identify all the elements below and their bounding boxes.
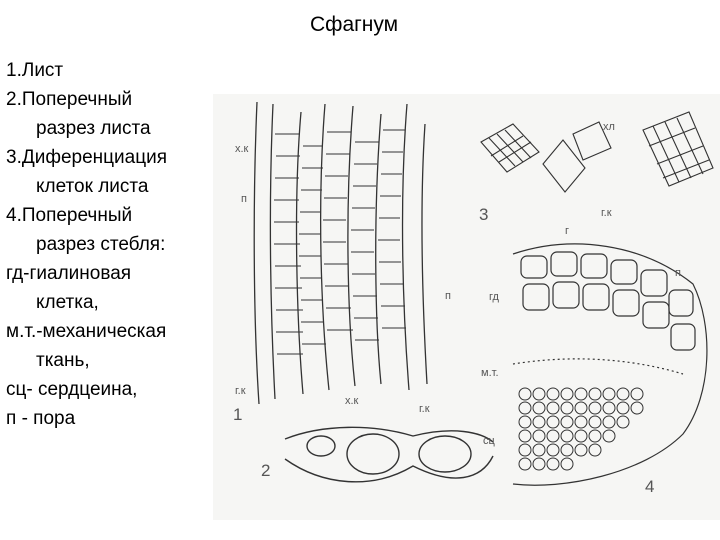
legend-line: разрез листа [6, 114, 218, 143]
legend-line: клеток листа [6, 172, 218, 201]
legend-line: м.т.-механическая [6, 317, 218, 346]
label-sc: сц [483, 435, 496, 447]
legend-item-leaf-cross-section: 2.Поперечный разрез листа [6, 85, 218, 143]
legend-line: разрез стебля: [6, 230, 218, 259]
legend-item-cell-differentiation: 3.Диференциация клеток листа [6, 143, 218, 201]
sphagnum-drawing: х.к п п г.к 1 х.к г.к 2 [213, 94, 720, 520]
panel-number-2: 2 [261, 461, 270, 480]
label-gk: г.к [419, 403, 430, 415]
label-p: п [445, 290, 451, 302]
panel-number-3: 3 [479, 205, 488, 224]
label-gk: г.к [235, 385, 246, 397]
label-p: п [675, 267, 681, 279]
legend-item-mechanical-tissue: м.т.-механическая ткань, [6, 317, 218, 375]
legend-item-pore: п - пора [6, 404, 218, 433]
label-gd: гд [489, 291, 500, 303]
legend-item-stem-cross-section: 4.Поперечный разрез стебля: [6, 201, 218, 259]
label-p: п [241, 193, 247, 205]
legend-item-core: сц- сердцеина, [6, 375, 218, 404]
legend-line: п - пора [6, 404, 218, 433]
legend-line: гд-гиалиновая [6, 259, 218, 288]
legend-item-leaf: 1.Лист [6, 56, 218, 85]
panel-number-4: 4 [645, 477, 654, 496]
legend-line: 1.Лист [6, 56, 218, 85]
label-g: г [565, 225, 569, 237]
legend-line: клетка, [6, 288, 218, 317]
label-xk: х.к [345, 395, 359, 407]
legend-line: сц- сердцеина, [6, 375, 218, 404]
label-gk: г.к [601, 207, 612, 219]
legend-line: 2.Поперечный [6, 85, 218, 114]
panel-number-1: 1 [233, 405, 242, 424]
label-xk: х.к [235, 143, 249, 155]
slide-title: Сфагнум [310, 12, 398, 38]
legend-item-hyaline-cell: гд-гиалиновая клетка, [6, 259, 218, 317]
figure-background [213, 94, 720, 520]
legend-list: 1.Лист 2.Поперечный разрез листа 3.Дифер… [6, 56, 218, 433]
label-xl: хл [603, 121, 615, 133]
legend-line: ткань, [6, 346, 218, 375]
legend-line: 3.Диференциация [6, 143, 218, 172]
label-mt: м.т. [481, 367, 499, 379]
sphagnum-figure: х.к п п г.к 1 х.к г.к 2 [213, 94, 720, 520]
legend-line: 4.Поперечный [6, 201, 218, 230]
